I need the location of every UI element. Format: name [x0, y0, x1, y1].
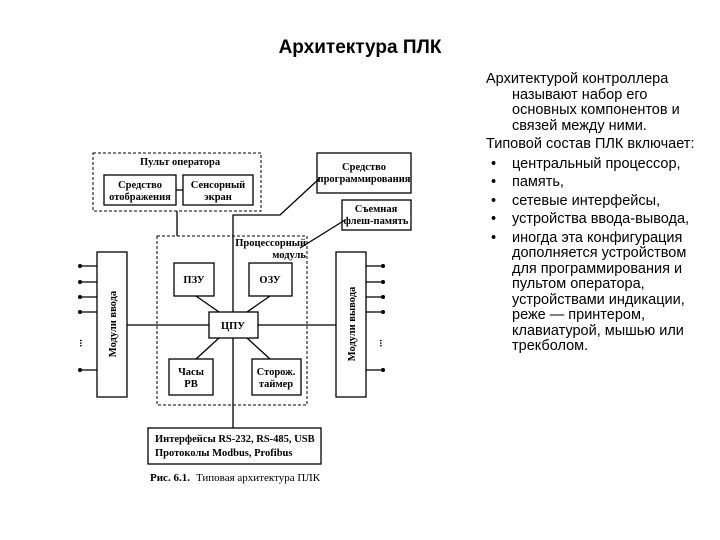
plc-architecture-diagram: Пульт оператора Средство отображения Сен… — [77, 152, 412, 484]
bullet-icon: • — [491, 192, 497, 209]
slide-title: Архитектура ПЛК — [278, 37, 442, 58]
input-modules-label: Модули ввода — [108, 290, 119, 357]
display-device-label-2: отображения — [109, 192, 171, 203]
list-item-text: устройства ввода-вывода, — [512, 211, 690, 227]
list-item-text: сетевые интерфейсы, — [512, 192, 661, 209]
ram-label: ОЗУ — [259, 275, 280, 286]
output-ellipsis: ... — [377, 339, 388, 347]
flash-memory-box — [341, 199, 412, 231]
touch-screen-label-1: Сенсорный — [191, 180, 245, 191]
clock-box — [168, 358, 214, 396]
figure-caption-text: Типовая архитектура ПЛК — [196, 472, 321, 484]
ram-box — [248, 262, 293, 297]
clock-label-1: Часы — [178, 367, 204, 378]
description-text: Архитектурой контроллера называют набор … — [486, 71, 712, 358]
interfaces-label-1: Интерфейсы RS-232, RS-485, USB — [155, 434, 315, 445]
bullet-icon: • — [491, 174, 497, 190]
programming-tool-box — [316, 152, 412, 194]
figure-caption-label: Рис. 6.1. — [150, 472, 190, 484]
list-item: • сетевые интерфейсы, — [486, 192, 712, 210]
list-item: • устройства ввода-вывода, — [486, 211, 712, 228]
watchdog-box — [251, 358, 302, 396]
output-modules-label: Модули вывода — [347, 286, 358, 361]
flash-memory-label-1: Съемная — [355, 204, 398, 215]
processor-module-label-1: Процессорный — [235, 238, 306, 249]
rom-label: ПЗУ — [183, 275, 204, 286]
figure-caption: Рис. 6.1. Типовая архитектура ПЛК — [150, 472, 321, 484]
composition-paragraph: Типовой состав ПЛК включает: — [486, 136, 695, 152]
list-item-text: память, — [512, 174, 564, 190]
rom-box — [173, 262, 215, 297]
programming-tool-label-1: Средство — [342, 162, 386, 173]
list-item: • центральный процессор, — [486, 155, 712, 173]
bullet-icon: • — [491, 229, 497, 246]
list-item-text: центральный процессор, — [512, 155, 681, 172]
clock-label-2: РВ — [184, 379, 197, 390]
list-item: • иногда эта конфигурация дополняется уст… — [486, 229, 712, 355]
watchdog-label-2: таймер — [259, 379, 293, 390]
flash-memory-label-2: флеш-память — [344, 216, 409, 227]
list-item: • память, — [486, 174, 712, 191]
operator-panel-label: Пульт оператора — [140, 157, 221, 168]
interfaces-box — [147, 427, 322, 465]
component-list: • центральный процессор, • память, • сетевы… — [486, 155, 712, 355]
list-item-text: иногда эта конфигурация дополняется устр… — [512, 229, 687, 354]
touch-screen-label-2: экран — [204, 192, 232, 203]
interfaces-label-2: Протоколы Modbus, Profibus — [155, 448, 292, 459]
processor-module-frame — [156, 235, 308, 406]
cpu-label: ЦПУ — [221, 321, 245, 332]
bullet-icon: • — [491, 155, 497, 172]
programming-tool-label-2: программирования — [318, 174, 411, 185]
display-device-label-1: Средство — [118, 180, 162, 191]
input-ellipsis: ... — [77, 339, 88, 347]
watchdog-label-1: Сторож. — [257, 367, 296, 378]
processor-module-label-2: модуль — [272, 250, 306, 261]
intro-paragraph: Архитектурой контроллера называют набор … — [486, 71, 680, 134]
bullet-icon: • — [491, 211, 497, 227]
